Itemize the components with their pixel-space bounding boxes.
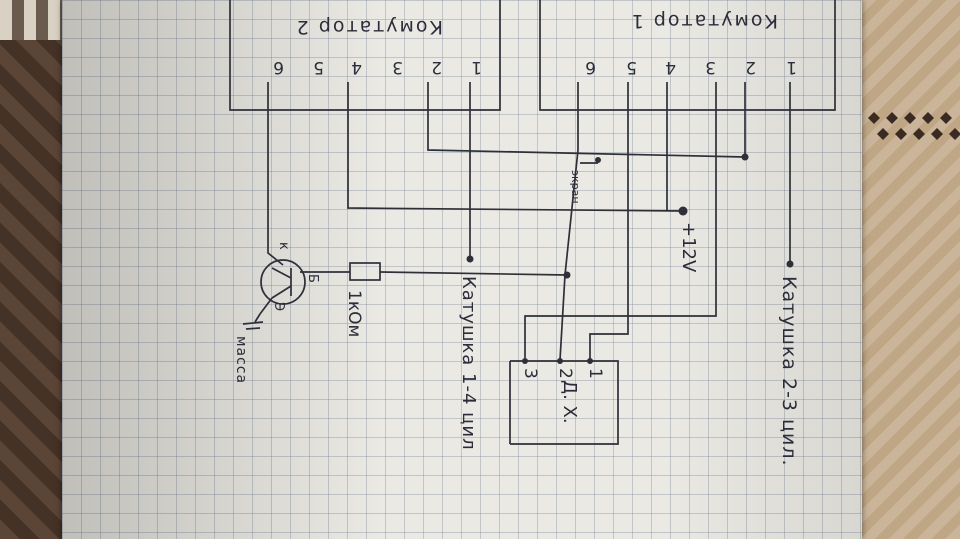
wire-c2-pin2-to-c1-pin2 <box>427 82 746 158</box>
wire-resistor-to-hall <box>379 271 568 276</box>
node-12v <box>678 206 688 216</box>
fabric-pattern <box>868 112 960 140</box>
hall-pin-1: 1 <box>585 368 605 379</box>
hall-pin1-node <box>587 358 593 364</box>
transistor-collector-label: к <box>276 242 291 250</box>
resistor-1k <box>349 262 381 281</box>
shield-node <box>595 157 601 163</box>
commutator-1-pin-4: 4 <box>665 57 676 77</box>
hall-sensor-label: Д. Х. <box>559 380 580 424</box>
commutator-1-pin-2: 2 <box>745 57 756 77</box>
wire-c1-pin5 <box>589 82 629 360</box>
background-fabric-right <box>862 0 960 539</box>
transistor-collector-leg <box>271 267 292 279</box>
node-coil14 <box>466 255 474 263</box>
commutator-2-pin-5: 5 <box>313 57 324 77</box>
wire-c1-pin3 <box>524 82 717 358</box>
node-coil23 <box>786 260 794 268</box>
commutator-2-pin-3: 3 <box>392 57 403 77</box>
wire-c2-pin4-12v <box>347 82 684 212</box>
commutator-2-pin-6: 6 <box>273 57 284 77</box>
shield-label: экран <box>569 170 582 204</box>
transistor-emitter-leg <box>271 285 292 299</box>
hall-pin-2: 2 <box>555 368 575 379</box>
label-resistor: 1кОм <box>344 290 364 337</box>
hall-pin-3: 3 <box>520 368 540 379</box>
commutator-1-pin-1: 1 <box>786 57 797 77</box>
wire-c1-pin6 <box>559 82 579 361</box>
transistor-body <box>260 259 306 305</box>
commutator-1-box <box>539 0 836 111</box>
label-12v: +12V <box>678 222 699 273</box>
transistor-base-label: Б <box>305 274 320 283</box>
hall-sensor-box <box>510 360 619 445</box>
commutator-2-pin-4: 4 <box>351 57 362 77</box>
label-coil-23: Катушка 2-3 цил. <box>778 276 800 467</box>
commutator-2-title: Комутатор 2 <box>295 16 443 38</box>
ground-symbol-2 <box>245 327 261 330</box>
ground-symbol <box>242 321 264 325</box>
commutator-1-pin-3: 3 <box>705 57 716 77</box>
commutator-2-pin-1: 1 <box>471 57 482 77</box>
hall-pin2-node <box>557 358 563 364</box>
label-coil-14: Катушка 1-4 цил <box>458 276 479 451</box>
commutator-1-title: Комутатор 1 <box>630 10 778 32</box>
commutator-1-pin-5: 5 <box>626 57 637 77</box>
label-mass: масса <box>233 336 249 384</box>
commutator-1-pin-6: 6 <box>585 57 596 77</box>
hall-pin3-node <box>522 358 528 364</box>
commutator-2-box <box>229 0 501 111</box>
emitter-to-ground <box>254 297 273 323</box>
graph-paper <box>62 0 862 539</box>
background-fabric-left <box>0 0 70 539</box>
commutator-2-pin-2: 2 <box>431 57 442 77</box>
transistor-emitter-label: Э <box>271 302 286 311</box>
